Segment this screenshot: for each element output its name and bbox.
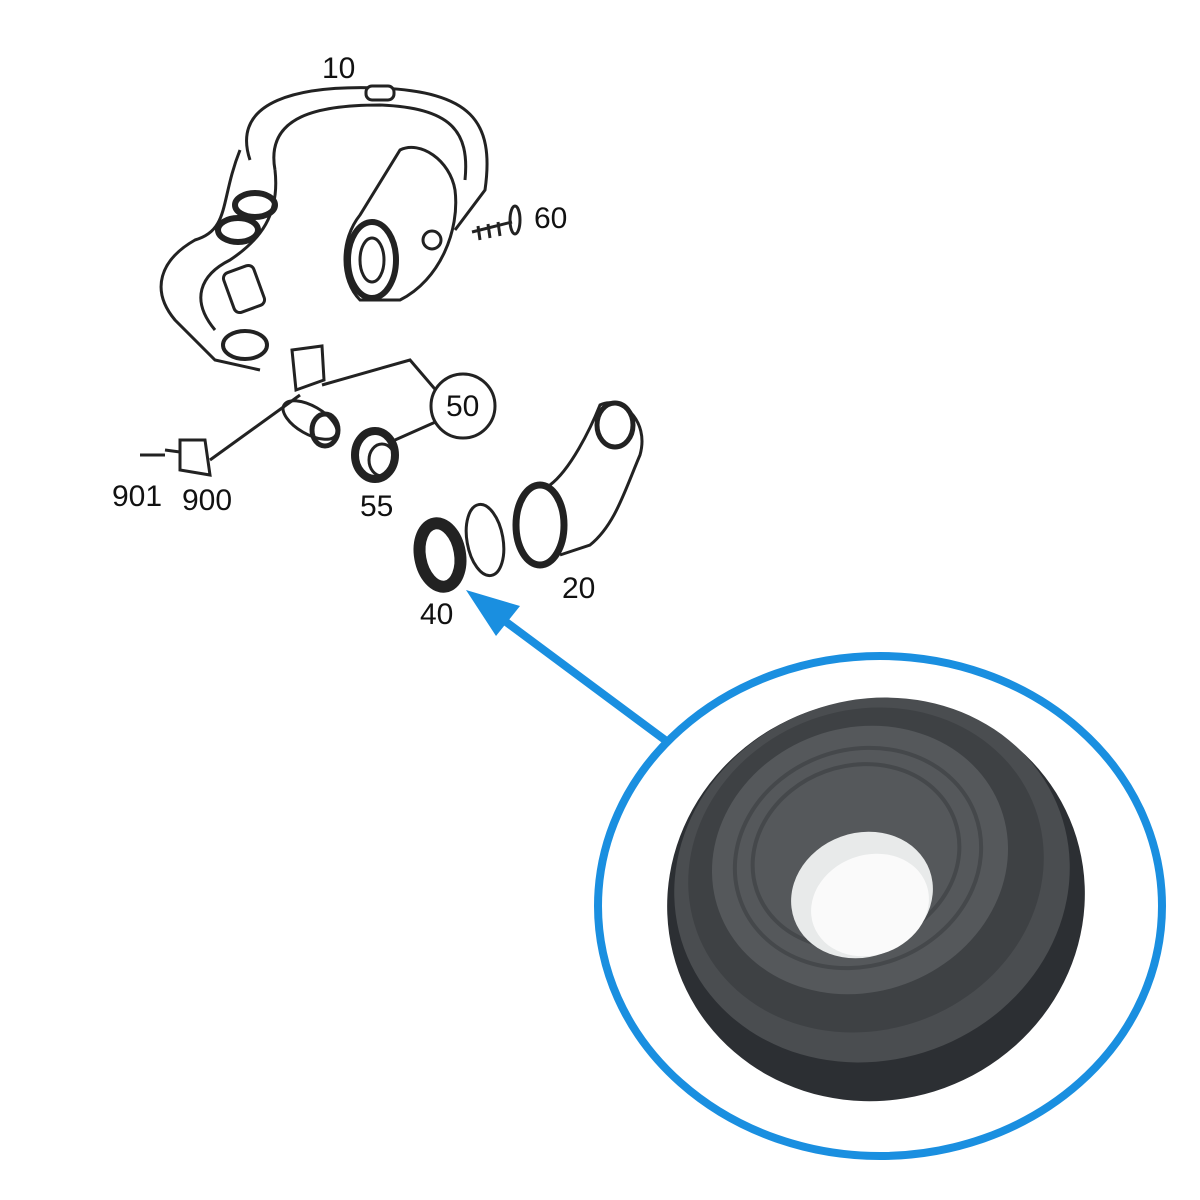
label-20: 20 — [562, 572, 595, 605]
label-50: 50 — [446, 390, 479, 423]
label-40: 40 — [420, 598, 453, 631]
connector-50 — [281, 344, 497, 449]
label-901: 901 — [112, 480, 162, 513]
callout-circle — [594, 652, 1166, 1160]
screw-60 — [471, 204, 522, 241]
label-60: 60 — [534, 202, 567, 235]
valve-900-901 — [140, 393, 301, 477]
hose-assembly-10 — [159, 84, 489, 372]
oring-and-elbow-20 — [464, 400, 644, 578]
callout-arrow — [466, 590, 668, 744]
seal-photo — [667, 697, 1085, 1102]
label-55: 55 — [360, 490, 393, 523]
label-900: 900 — [182, 484, 232, 517]
label-10: 10 — [322, 52, 355, 85]
seal-40 — [413, 517, 467, 593]
fitting-55 — [351, 427, 399, 483]
